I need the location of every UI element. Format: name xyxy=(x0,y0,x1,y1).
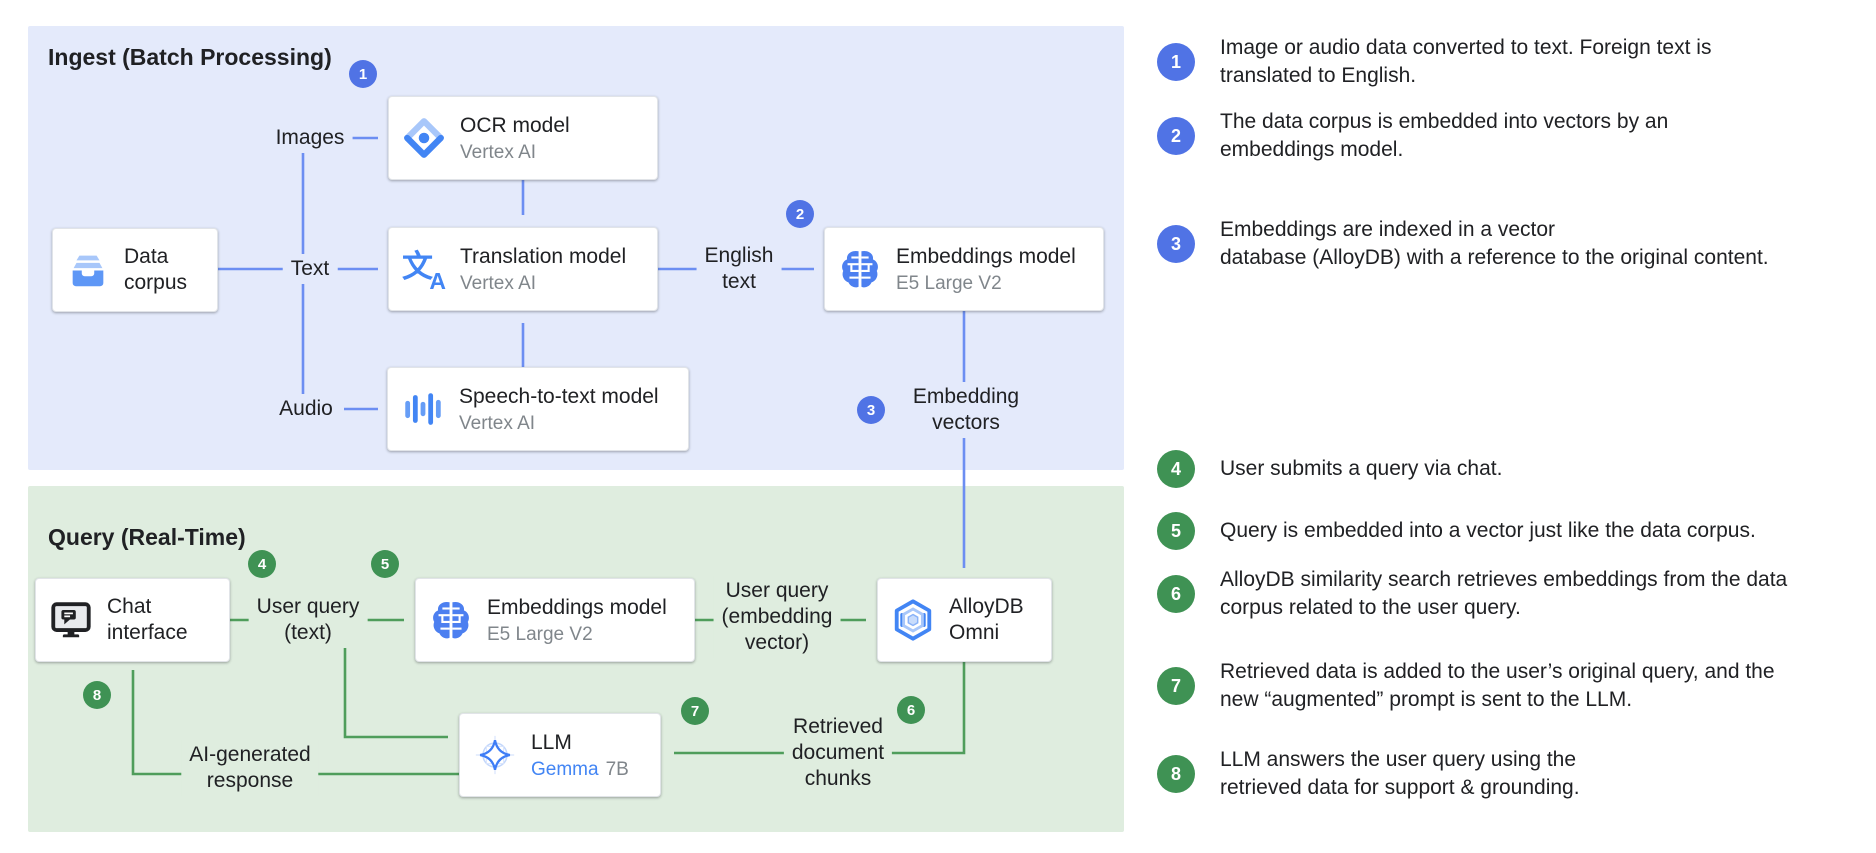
step-badge-3: 3 xyxy=(857,396,885,424)
annotation-badge-3: 3 xyxy=(1157,225,1195,263)
annotation-text-2: The data corpus is embedded into vectors… xyxy=(1220,110,1669,161)
node-title: LLM xyxy=(531,730,572,754)
node-subtitle: E5 Large V2 xyxy=(487,623,593,645)
speech-to-text-icon xyxy=(400,386,446,432)
node-speech-to-text-model: Speech-to-text model Vertex AI xyxy=(387,367,689,451)
node-ocr-model: OCR model Vertex AI xyxy=(388,96,658,180)
annotation-badge-4: 4 xyxy=(1157,450,1195,488)
annotation-text-6: AlloyDB similarity search retrieves embe… xyxy=(1220,568,1788,619)
node-chat-interface: Chat interface xyxy=(35,578,230,662)
ingest-section-title: Ingest (Batch Processing) xyxy=(48,44,332,70)
annotation-step-2: 2 The data corpus is embedded into vecto… xyxy=(1157,108,1668,164)
node-subtitle: Vertex AI xyxy=(459,412,536,434)
node-title: Translation model xyxy=(460,244,627,268)
node-embeddings-model-ingest: Embeddings model E5 Large V2 xyxy=(824,227,1104,311)
annotation-text-7: Retrieved data is added to the user’s or… xyxy=(1220,660,1775,711)
annotation-badge-7: 7 xyxy=(1157,667,1195,705)
annotation-badge-6: 6 xyxy=(1157,575,1195,613)
node-title: Speech-to-text model xyxy=(459,384,659,408)
annotation-step-5: 5 Query is embedded into a vector just l… xyxy=(1157,512,1756,550)
step-badge-2: 2 xyxy=(786,200,814,228)
annotation-badge-8: 8 xyxy=(1157,755,1195,793)
node-subtitle: E5 Large V2 xyxy=(896,272,1002,294)
node-data-corpus: Data corpus xyxy=(52,228,218,312)
node-title: OCR model xyxy=(460,113,570,137)
node-subtitle: Vertex AI xyxy=(460,272,537,294)
annotation-text-4: User submits a query via chat. xyxy=(1220,457,1503,480)
step-badge-8: 8 xyxy=(83,681,111,709)
label-images: Images xyxy=(267,123,353,153)
step-badge-6: 6 xyxy=(897,696,925,724)
gemma-label: Gemma xyxy=(531,758,599,780)
gemma-icon xyxy=(472,732,518,778)
node-title: Chat interface xyxy=(107,595,188,644)
annotation-step-6: 6 AlloyDB similarity search retrieves em… xyxy=(1157,566,1787,622)
step-badge-4: 4 xyxy=(248,550,276,578)
chat-interface-icon xyxy=(48,597,94,643)
annotation-step-7: 7 Retrieved data is added to the user’s … xyxy=(1157,658,1775,714)
step-badge-1: 1 xyxy=(349,60,377,88)
node-alloydb-omni: AlloyDB Omni xyxy=(877,578,1052,662)
annotation-badge-2: 2 xyxy=(1157,117,1195,155)
step-badge-7: 7 xyxy=(681,697,709,725)
annotation-step-4: 4 User submits a query via chat. xyxy=(1157,450,1502,488)
node-llm: LLM Gemma 7B xyxy=(459,713,661,797)
annotation-step-1: 1 Image or audio data converted to text.… xyxy=(1157,34,1711,90)
node-subtitle: Vertex AI xyxy=(460,141,537,163)
query-section-title: Query (Real-Time) xyxy=(48,524,246,550)
node-title: Embeddings model xyxy=(487,595,667,619)
annotation-badge-1: 1 xyxy=(1157,43,1195,81)
label-user-query-text: User query(text) xyxy=(248,592,368,648)
embeddings-icon xyxy=(837,246,883,292)
node-title: AlloyDB Omni xyxy=(949,595,1024,644)
gemma-size-label: 7B xyxy=(605,758,629,780)
ocr-icon xyxy=(401,115,447,161)
annotation-badge-5: 5 xyxy=(1157,512,1195,550)
node-title: Data corpus xyxy=(124,245,188,294)
embeddings-icon xyxy=(428,597,474,643)
alloydb-icon xyxy=(890,597,936,643)
node-title: Embeddings model xyxy=(896,244,1076,268)
node-embeddings-model-query: Embeddings model E5 Large V2 xyxy=(415,578,695,662)
annotation-text-5: Query is embedded into a vector just lik… xyxy=(1220,519,1756,542)
annotation-text-1: Image or audio data converted to text. F… xyxy=(1220,36,1712,87)
step-badge-5: 5 xyxy=(371,550,399,578)
data-corpus-icon xyxy=(65,247,111,293)
label-text: Text xyxy=(282,254,338,284)
label-audio: Audio xyxy=(271,394,341,424)
